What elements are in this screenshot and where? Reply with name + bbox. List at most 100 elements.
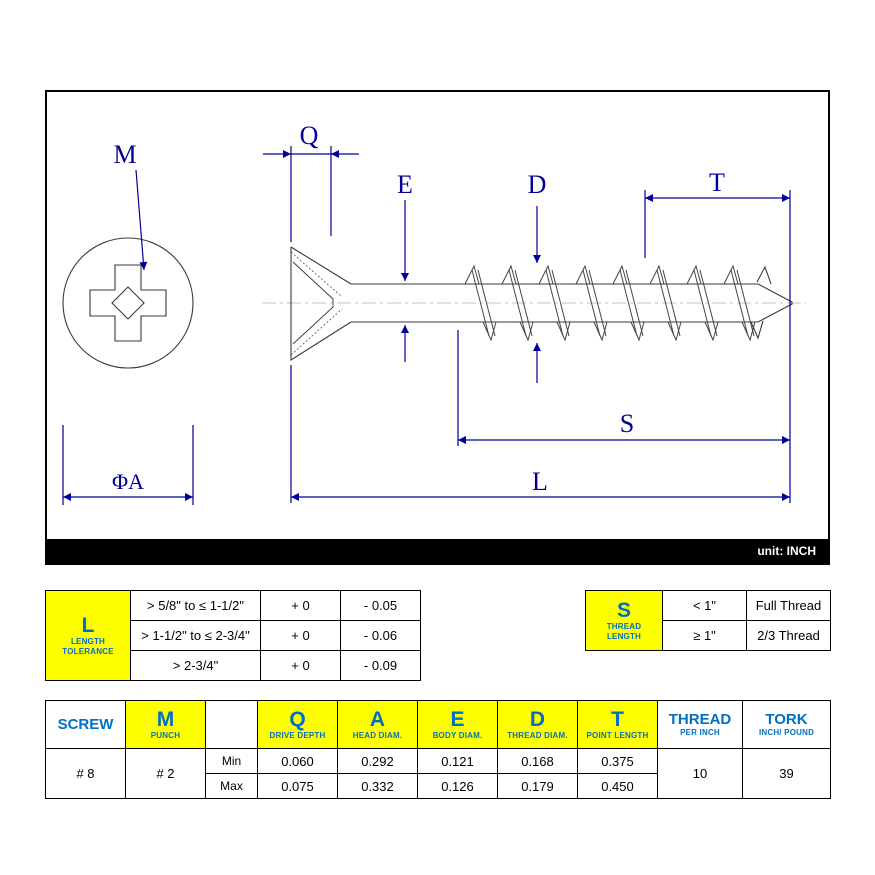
thread-length-table: S THREAD LENGTH < 1" Full Thread ≥ 1" 2/… — [585, 590, 831, 651]
thread-length-row: ≥ 1" 2/3 Thread — [586, 620, 831, 651]
tolerance-range-cell: > 1-1/2" to ≤ 2-3/4" — [130, 620, 261, 651]
recess-hidden-lines — [290, 251, 343, 356]
dim-t-lines — [644, 190, 791, 503]
dim-label-l: L — [532, 467, 548, 496]
dim-label-d: D — [528, 170, 547, 199]
d-header-label: D — [529, 707, 546, 731]
screw-technical-drawing: M ΦA — [62, 121, 806, 505]
dim-m: M — [113, 140, 148, 271]
spec-table: SCREW M PUNCH Q DRIVE DEPTH A HEAD DIAM.… — [45, 700, 831, 799]
t-header-caption: POINT LENGTH — [586, 730, 649, 740]
unit-label: unit: INCH — [757, 544, 816, 558]
tolerance-minus-cell: - 0.06 — [340, 620, 421, 651]
tolerance-plus-cell: + 0 — [260, 620, 341, 651]
thread-caption: THREAD — [606, 621, 642, 631]
tolerance-plus-cell: + 0 — [260, 590, 341, 621]
recess-section — [292, 261, 334, 345]
spec-row-min: # 8 # 2 Min 0.060 0.292 0.121 0.168 0.37… — [45, 748, 831, 799]
technical-drawing-panel: M ΦA — [45, 90, 830, 565]
screw-header-label: SCREW — [57, 716, 114, 733]
head-outline-circle — [62, 237, 194, 369]
spec-col-d: D THREAD DIAM. — [497, 700, 578, 749]
thread-value-cell: 2/3 Thread — [746, 620, 831, 651]
tolerance-range-cell: > 2-3/4" — [130, 650, 261, 681]
dim-phi-a: ΦA — [62, 425, 194, 505]
tolerance-row: > 2-3/4" + 0 - 0.09 — [46, 650, 421, 681]
q-max-cell: 0.075 — [257, 773, 338, 799]
dimension-lines — [263, 146, 791, 503]
q-header-caption: DRIVE DEPTH — [269, 730, 326, 740]
phillips-recess-center — [111, 286, 145, 320]
tork-cell: 39 — [742, 748, 831, 799]
screw-size-cell: # 8 — [45, 748, 126, 799]
phillips-recess-cross — [89, 264, 167, 342]
a-min-cell: 0.292 — [337, 748, 418, 774]
symbol-l-label: L — [81, 613, 95, 637]
d-max-cell: 0.179 — [497, 773, 578, 799]
spec-col-a: A HEAD DIAM. — [337, 700, 418, 749]
thread-length-row: S THREAD LENGTH < 1" Full Thread — [585, 590, 831, 651]
tolerance-minus-cell: - 0.05 — [340, 590, 421, 621]
t-header-label: T — [611, 707, 624, 731]
m-header-label: M — [156, 707, 175, 731]
dim-label-phi-a: ΦA — [112, 469, 144, 494]
t-min-cell: 0.375 — [577, 748, 658, 774]
screw-point — [757, 283, 793, 323]
tolerance-plus-cell: + 0 — [260, 650, 341, 681]
tork-header-label: TORK — [765, 711, 808, 728]
tip-thread-top — [756, 265, 772, 285]
t-max-cell: 0.450 — [577, 773, 658, 799]
spec-col-minmax — [205, 700, 258, 749]
max-label-cell: Max — [205, 773, 258, 799]
dim-q-lines — [263, 146, 359, 242]
thread-per-inch-cell: 10 — [657, 748, 743, 799]
q-min-cell: 0.060 — [257, 748, 338, 774]
tork-header-caption: INCH/ POUND — [758, 728, 815, 737]
m-leader-line — [135, 169, 148, 271]
spec-header-row: SCREW M PUNCH Q DRIVE DEPTH A HEAD DIAM.… — [45, 700, 831, 749]
a-max-cell: 0.332 — [337, 773, 418, 799]
thread-pattern — [464, 265, 756, 341]
e-max-cell: 0.126 — [417, 773, 498, 799]
q-header-label: Q — [289, 707, 306, 731]
dim-label-t: T — [709, 168, 725, 197]
a-header-label: A — [369, 707, 386, 731]
dim-label-s: S — [620, 409, 634, 438]
spec-col-tork: TORK INCH/ POUND — [742, 700, 831, 749]
spec-col-m: M PUNCH — [125, 700, 206, 749]
e-min-cell: 0.121 — [417, 748, 498, 774]
thread-length-header-cell: S THREAD LENGTH — [585, 590, 663, 651]
dim-label-e: E — [397, 170, 413, 199]
thread-value-cell: Full Thread — [746, 590, 831, 621]
tolerance-range-cell: > 5/8" to ≤ 1-1/2" — [130, 590, 261, 621]
d-min-cell: 0.168 — [497, 748, 578, 774]
spec-col-e: E BODY DIAM. — [417, 700, 498, 749]
symbol-s-label: S — [616, 598, 631, 622]
unit-bar: unit: INCH — [47, 539, 828, 563]
thread-condition-cell: ≥ 1" — [662, 620, 747, 651]
m-header-caption: PUNCH — [150, 730, 181, 740]
tolerance-caption: TOLERANCE — [62, 646, 114, 656]
tolerance-row: L LENGTH TOLERANCE > 5/8" to ≤ 1-1/2" + … — [45, 590, 421, 681]
dim-label-q: Q — [300, 121, 319, 150]
thread-header-caption: PER INCH — [680, 728, 720, 737]
thread-condition-cell: < 1" — [662, 590, 747, 621]
head-front-view — [62, 237, 194, 369]
countersunk-head — [290, 246, 352, 361]
thread-header-label: THREAD — [668, 711, 732, 728]
spec-col-q: Q DRIVE DEPTH — [257, 700, 338, 749]
dim-s-lines — [457, 330, 790, 446]
spec-col-t: T POINT LENGTH — [577, 700, 658, 749]
d-header-caption: THREAD DIAM. — [507, 730, 568, 740]
tolerance-minus-cell: - 0.09 — [340, 650, 421, 681]
e-header-caption: BODY DIAM. — [432, 730, 483, 740]
length-tolerance-header-cell: L LENGTH TOLERANCE — [45, 590, 131, 681]
e-header-label: E — [450, 707, 465, 731]
spec-row-max: Max 0.075 0.332 0.126 0.179 0.450 — [46, 773, 831, 799]
dimension-labels: Q E D T S L — [300, 121, 725, 496]
min-label-cell: Min — [205, 748, 258, 774]
dim-label-m: M — [113, 140, 136, 169]
length-caption: LENGTH — [606, 631, 642, 641]
dim-l-lines — [290, 365, 790, 503]
